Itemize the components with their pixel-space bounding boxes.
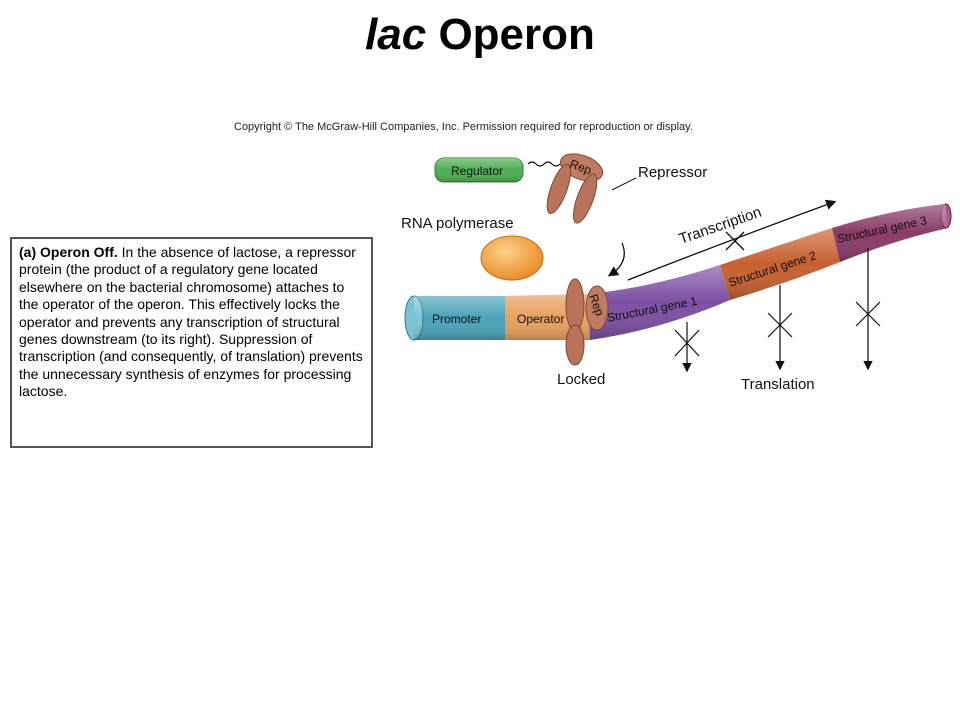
locked-label: Locked — [557, 371, 605, 388]
promoter-label: Promoter — [432, 312, 481, 326]
transcription-block-x — [725, 231, 745, 251]
rna-polymerase-blob — [480, 235, 544, 281]
free-repressor: Rep — [546, 153, 604, 224]
caption-body: In the absence of lactose, a repressor p… — [19, 244, 363, 400]
repressor-binding-arrow — [607, 242, 625, 277]
title-italic: lac — [365, 10, 427, 59]
structural-gene-1-segment: Structural gene 1 — [588, 265, 730, 340]
translation-arrow-3 — [855, 248, 881, 371]
regulator-gene: Regulator — [434, 157, 524, 183]
repressor-label: Repressor — [638, 164, 707, 181]
rna-polymerase-label: RNA polymerase — [401, 215, 514, 232]
repressor-pointer — [611, 177, 637, 191]
regulator-mrna — [527, 161, 561, 167]
title-rest: Operon — [426, 10, 595, 59]
bound-repressor: Rep — [565, 278, 609, 366]
translation-label: Translation — [741, 376, 815, 393]
operator-label: Operator — [517, 312, 564, 326]
caption-box: (a) Operon Off. In the absence of lactos… — [10, 237, 373, 448]
promoter-segment: Promoter — [404, 295, 505, 341]
translation-arrow-2 — [767, 285, 793, 371]
copyright-notice: Copyright © The McGraw-Hill Companies, I… — [234, 121, 693, 133]
structural-gene-3-segment: Structural gene 3 — [832, 203, 952, 262]
transcription-label: Transcription — [677, 204, 764, 248]
translation-arrow-1 — [674, 322, 700, 373]
caption-lead: (a) Operon Off. — [19, 244, 118, 260]
transcription-arrow — [627, 199, 837, 281]
regulator-label: Regulator — [451, 164, 503, 178]
page-title: lac Operon — [0, 10, 960, 60]
